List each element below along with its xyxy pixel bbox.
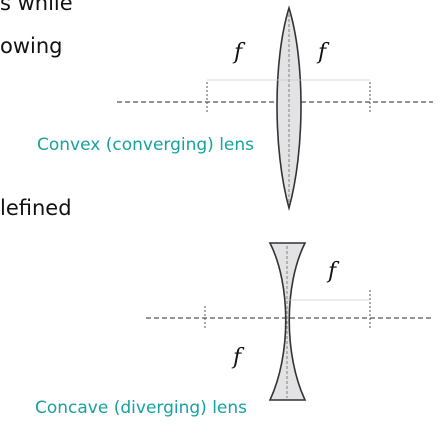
convex-caption: Convex (converging) lens [37, 135, 255, 155]
text-fragment-2: owing [0, 34, 63, 58]
concave-focal-label-top: f [328, 259, 337, 284]
text-fragment-3: lefined [0, 196, 72, 220]
convex-focal-label-left: f [234, 40, 243, 65]
concave-focal-label-bottom: f [233, 345, 242, 370]
text-fragment-1: s while [0, 0, 73, 15]
concave-caption: Concave (diverging) lens [35, 398, 248, 418]
convex-focal-label-right: f [318, 40, 327, 65]
concave-lens-shape [268, 242, 307, 401]
convex-lens-shape [276, 5, 302, 212]
